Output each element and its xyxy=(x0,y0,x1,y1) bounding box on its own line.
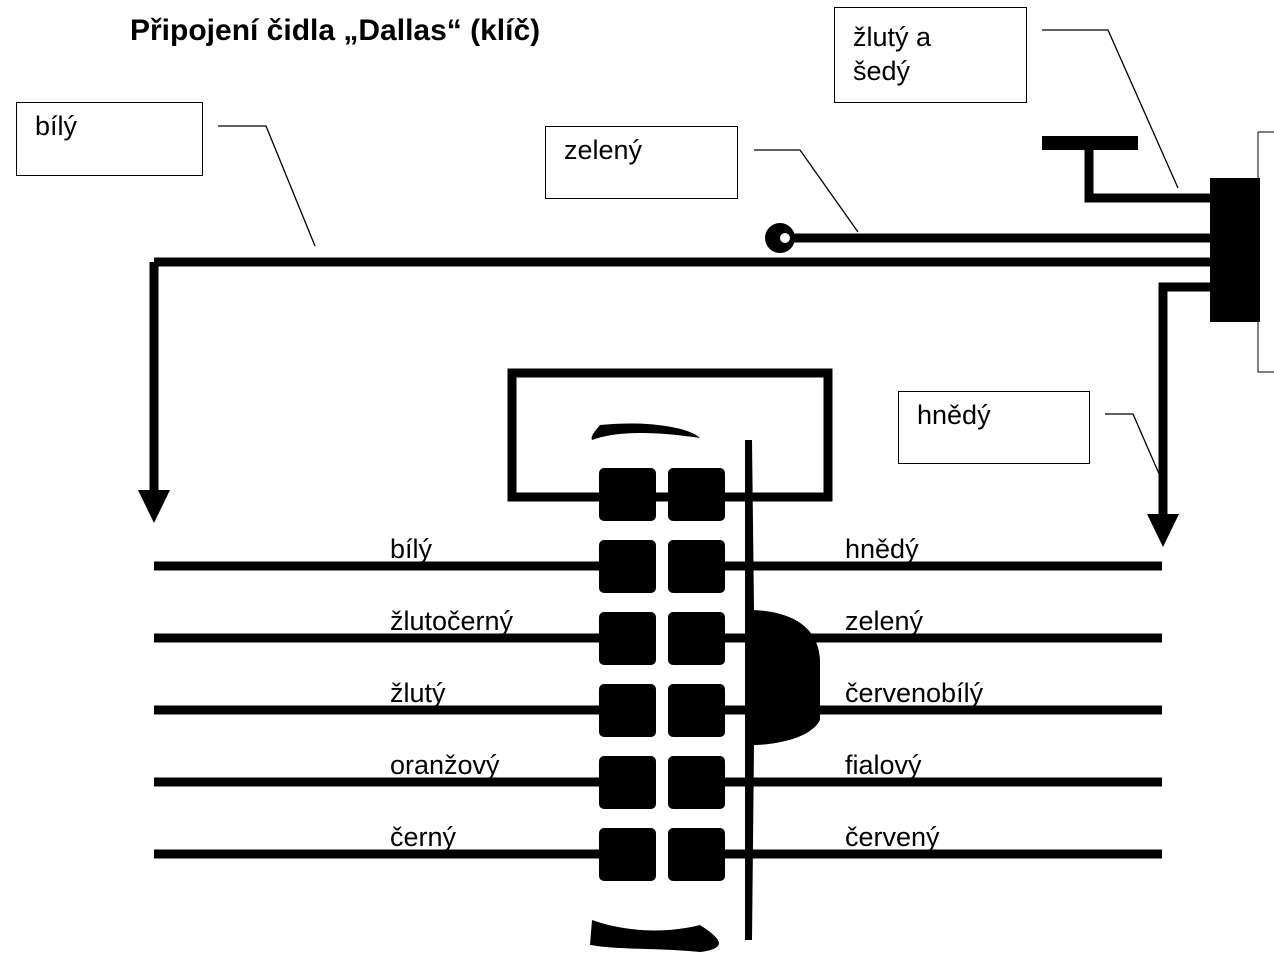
pin-label-right: červený xyxy=(845,822,940,852)
page-title: Připojení čidla „Dallas“ (klíč) xyxy=(130,14,541,47)
connector-pins xyxy=(599,468,725,881)
callout-yellow-grey: žlutý a šedý xyxy=(834,7,1027,103)
leader-lines xyxy=(218,29,1179,477)
pin-label-left: oranžový xyxy=(390,750,500,780)
callout-green: zelený xyxy=(545,126,738,199)
dallas-key-probe xyxy=(1042,131,1274,373)
callout-brown: hnědý xyxy=(898,391,1090,464)
pin-label-left: bílý xyxy=(390,534,433,564)
wire-brown xyxy=(1158,282,1210,518)
wire-yellow-grey xyxy=(1084,150,1210,203)
sensor-wires xyxy=(149,150,1210,518)
pin-label-left: žlutočerný xyxy=(390,606,514,636)
arrow-down-icon xyxy=(138,490,170,523)
pin-label-right: zelený xyxy=(845,606,924,636)
arrow-down-icon xyxy=(1147,514,1179,547)
pin-label-right: fialový xyxy=(845,750,922,780)
pin-label-right: červenobílý xyxy=(845,678,984,708)
connector-body xyxy=(507,368,833,952)
pin-label-right: hnědý xyxy=(845,534,919,564)
pin-lines xyxy=(154,561,1162,859)
callout-white: bílý xyxy=(16,102,203,176)
pin-label-left: černý xyxy=(390,822,457,852)
pin-label-left: žlutý xyxy=(390,678,446,708)
